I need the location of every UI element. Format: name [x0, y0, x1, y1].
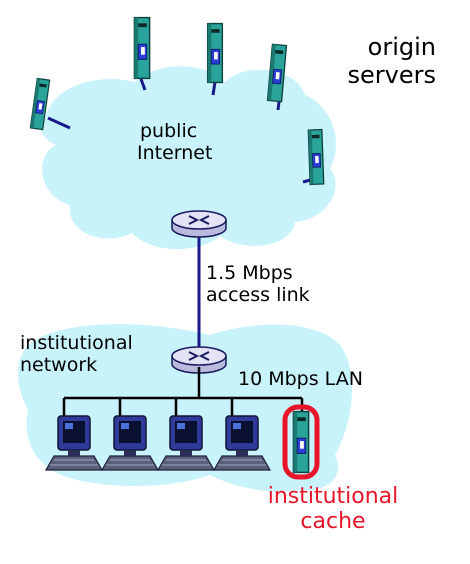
internet-router-icon — [171, 210, 227, 238]
institutional-network-cloud — [17, 324, 353, 492]
origin-servers-label: origin servers — [347, 33, 436, 89]
institutional-network-label-line1: institutional — [20, 332, 133, 354]
institutional-network-label-line2: network — [20, 353, 98, 376]
public-internet-cloud — [41, 66, 336, 250]
access-link-label-line1: 1.5 Mbps — [206, 262, 293, 284]
origin-servers-label-line2: servers — [347, 60, 436, 89]
cache-highlight — [282, 404, 320, 480]
lan-label: 10 Mbps LAN — [238, 368, 363, 390]
public-internet-label: public Internet — [137, 120, 213, 165]
public-internet-label-line2: Internet — [137, 141, 213, 164]
institutional-cache-label-line2: cache — [300, 509, 366, 535]
institutional-network-label: institutional network — [20, 332, 133, 377]
access-link-label: 1.5 Mbps access link — [206, 262, 310, 307]
access-link-label-line2: access link — [206, 283, 310, 306]
server-links — [47, 78, 315, 184]
origin-server-icon — [133, 16, 151, 80]
institutional-router-icon — [171, 346, 227, 374]
institutional-cache-label: institutional cache — [248, 484, 418, 535]
institutional-cache-label-line1: institutional — [267, 484, 399, 509]
origin-server-icon — [307, 128, 325, 186]
origin-server-icon — [206, 22, 224, 84]
public-internet-label-line1: public — [140, 120, 198, 142]
cache-server-icon — [292, 410, 310, 474]
lan-bus — [62, 367, 304, 418]
origin-servers-label-line1: origin — [367, 33, 436, 61]
